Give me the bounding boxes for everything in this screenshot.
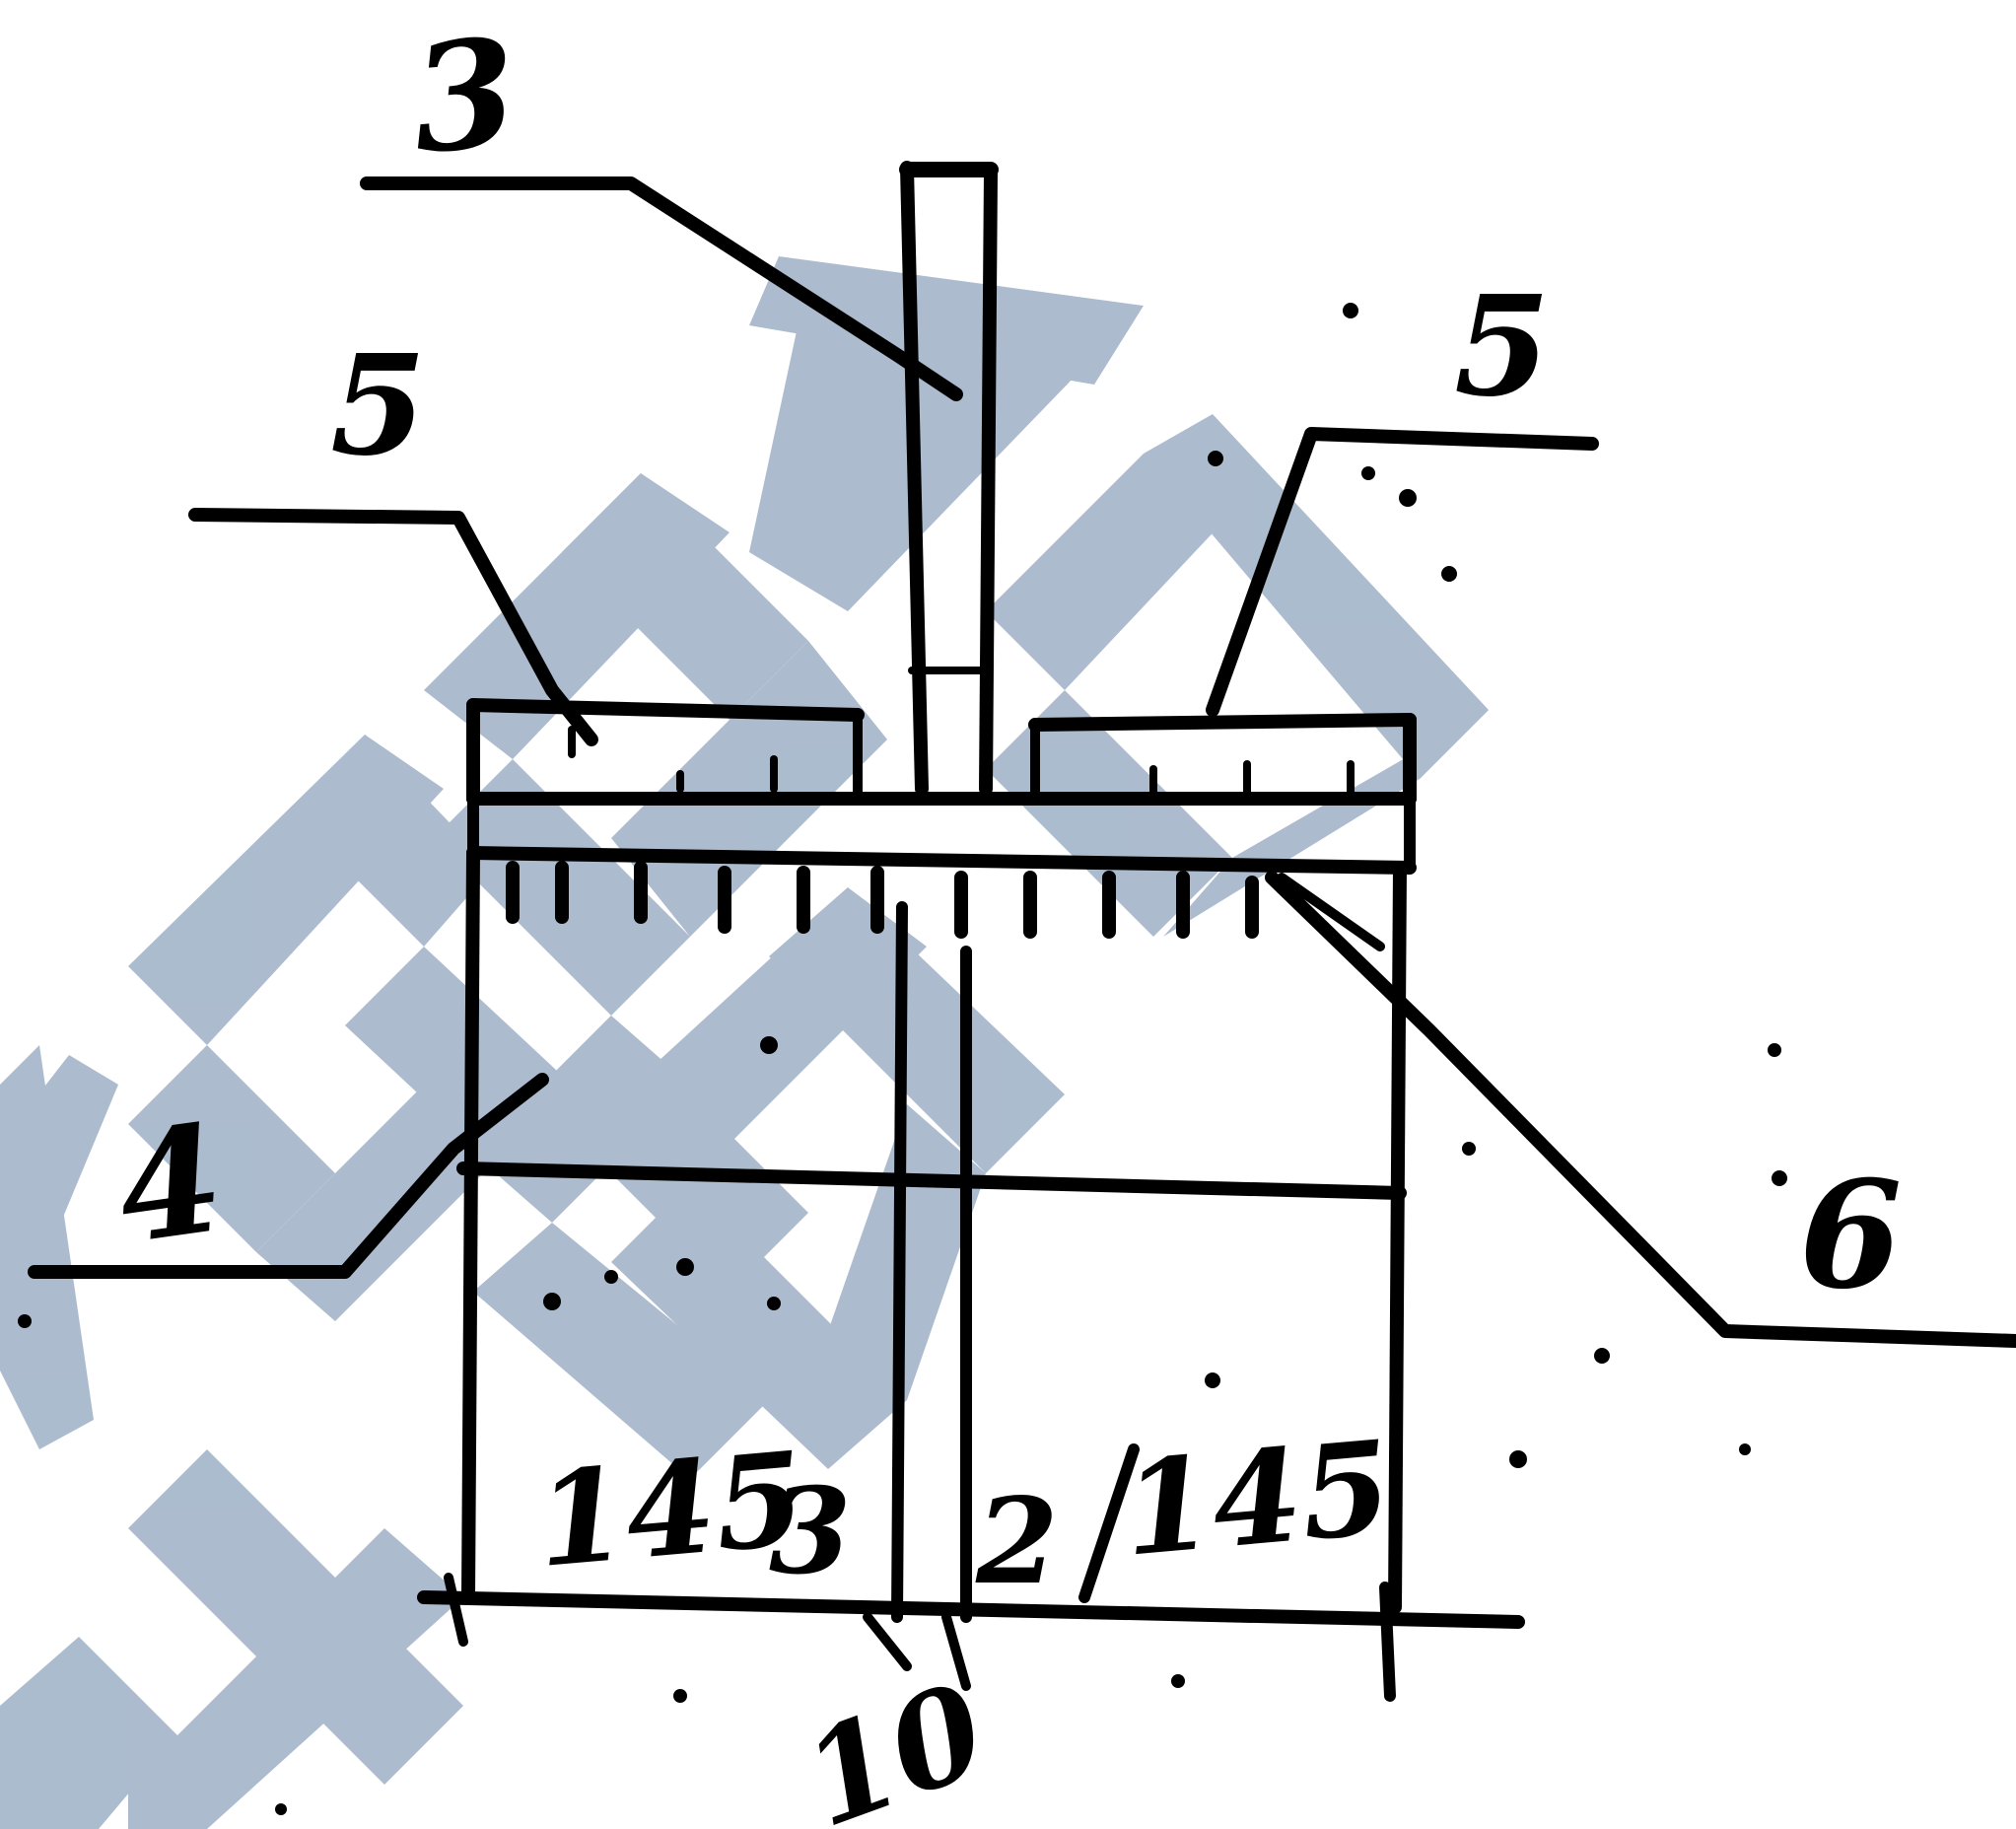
- leader-4: [28, 1073, 549, 1279]
- label-10: 10: [785, 1653, 1004, 1829]
- leader-3: [360, 176, 963, 401]
- dimension-right-width: 145: [1117, 1412, 1397, 1585]
- label-5-right: 5: [1454, 266, 1550, 428]
- leader-5-left: [188, 508, 598, 746]
- dimension-center-right: 2: [975, 1472, 1059, 1611]
- label-4: 4: [107, 1091, 234, 1278]
- label-3: 3: [405, 6, 522, 187]
- corner-bracket: [1277, 873, 1385, 951]
- dimension-left-width: 145: [530, 1423, 810, 1596]
- watermark-lower: [0, 887, 1065, 1829]
- drawing-lines: 3 5 5 4 6 10 145 3 2 145: [18, 6, 2016, 1829]
- body-walls: [461, 846, 1407, 1614]
- watermark: [0, 256, 1489, 1829]
- dimension-center-left: 3: [769, 1462, 852, 1601]
- watermark-letter-b: [128, 735, 572, 1321]
- label-5-left: 5: [330, 325, 426, 487]
- speckles: [18, 303, 1787, 1815]
- watermark-letter-o2: [611, 887, 1065, 1469]
- leader-6: [1265, 871, 2016, 1348]
- bottom-dimension-line: [417, 1573, 1525, 1702]
- middle-band: [466, 793, 1417, 875]
- teeth-row: [506, 861, 1259, 939]
- leader-5-right: [1206, 427, 1599, 717]
- label-6: 6: [1799, 1149, 1902, 1322]
- cross-line: [456, 1161, 1407, 1200]
- dimension-slash: [1078, 1443, 1140, 1603]
- central-shaft: [891, 901, 972, 1623]
- flange-left: [466, 698, 1417, 806]
- vertical-rod: [899, 161, 999, 796]
- flange-right: [1028, 713, 1417, 806]
